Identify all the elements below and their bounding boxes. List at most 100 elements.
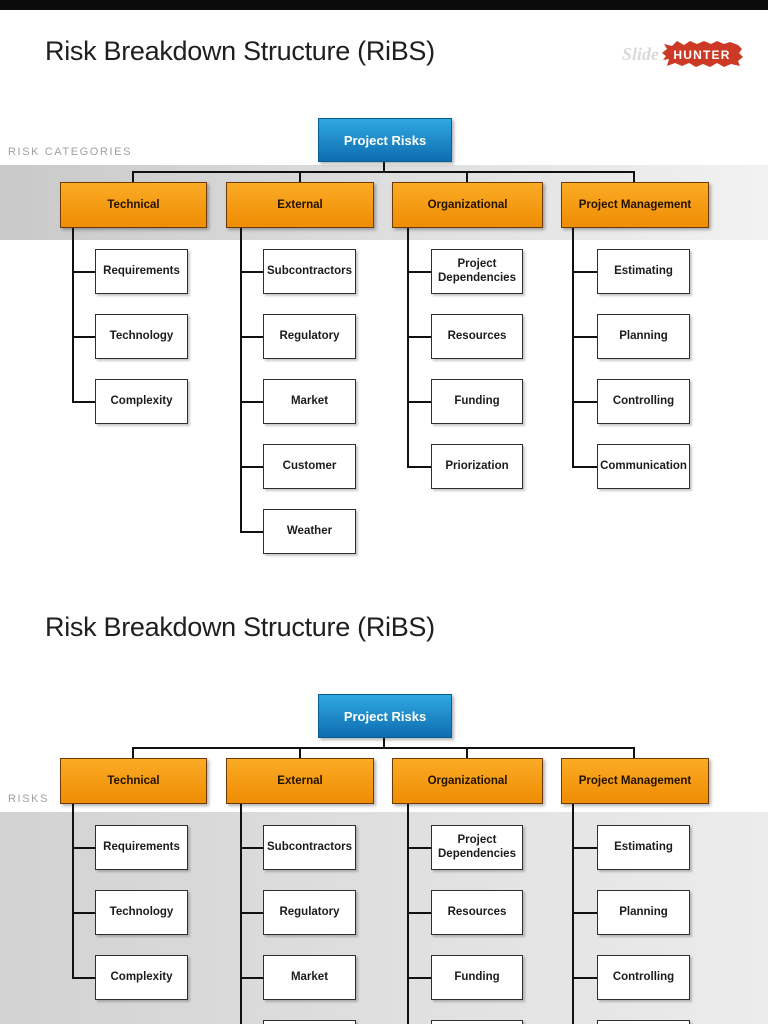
connector-line [72,804,74,979]
category-node: External [226,758,374,804]
connector-line [72,228,74,403]
leaf-node: Priorization [431,444,523,489]
leaf-node: Resources [431,314,523,359]
connector-line [407,228,409,468]
leaf-node: Customer [263,1020,356,1024]
leaf-node: Subcontractors [263,825,356,870]
slide-1: Risk Breakdown Structure (RiBS) Slide HU… [0,10,768,586]
category-node: Technical [60,758,207,804]
connector-line [240,847,263,849]
leaf-node: Funding [431,955,523,1000]
category-node: Project Management [561,758,709,804]
connector-line [572,977,597,979]
connector-line [407,336,431,338]
connector-line [299,747,301,758]
page-top-bar [0,0,768,10]
connector-line [466,747,468,758]
connector-line [407,912,431,914]
leaf-node: Controlling [597,955,690,1000]
connector-line [240,531,263,533]
leaf-node: Controlling [597,379,690,424]
leaf-node: Market [263,955,356,1000]
leaf-node: Subcontractors [263,249,356,294]
connector-line [72,912,95,914]
leaf-node: Requirements [95,825,188,870]
leaf-node: Planning [597,890,690,935]
connector-line [407,401,431,403]
connector-line [132,747,635,749]
leaf-node: Communication [597,1020,690,1024]
connector-line [240,401,263,403]
connector-line [407,847,431,849]
connector-line [633,171,635,182]
leaf-node: Complexity [95,379,188,424]
band-label: RISKS [8,793,50,805]
leaf-node: Requirements [95,249,188,294]
connector-line [407,271,431,273]
leaf-node: Funding [431,379,523,424]
connector-line [383,162,385,173]
leaf-node: Project Dependencies [431,825,523,870]
connector-line [132,171,134,182]
connector-line [240,271,263,273]
connector-line [72,401,95,403]
leaf-node: Technology [95,314,188,359]
leaf-node: Customer [263,444,356,489]
connector-line [240,336,263,338]
connector-line [572,336,597,338]
leaf-node: Regulatory [263,314,356,359]
leaf-node: Priorization [431,1020,523,1024]
connector-line [299,171,301,182]
connector-line [572,228,574,468]
leaf-node: Estimating [597,249,690,294]
hunter-badge-icon: HUNTER [662,41,743,67]
connector-line [572,271,597,273]
leaf-node: Planning [597,314,690,359]
category-node: Organizational [392,758,543,804]
band-label: RISK CATEGORIES [8,146,133,158]
connector-line [572,466,597,468]
connector-line [72,977,95,979]
connector-line [572,401,597,403]
connector-line [132,171,635,173]
leaf-node: Regulatory [263,890,356,935]
connector-line [407,804,409,1024]
category-node: Technical [60,182,207,228]
connector-line [240,977,263,979]
leaf-node: Technology [95,890,188,935]
leaf-node: Weather [263,509,356,554]
slidehunter-logo: Slide HUNTER [622,40,744,68]
connector-line [407,466,431,468]
connector-line [240,912,263,914]
connector-line [72,847,95,849]
category-node: Organizational [392,182,543,228]
leaf-node: Resources [431,890,523,935]
logo-slide-text: Slide [621,43,659,64]
connector-line [572,912,597,914]
slide-title: Risk Breakdown Structure (RiBS) [45,36,435,66]
leaf-node: Project Dependencies [431,249,523,294]
slide-2: Risk Breakdown Structure (RiBS) RISKS Pr… [0,586,768,1024]
category-node: External [226,182,374,228]
connector-line [72,336,95,338]
connector-line [132,747,134,758]
connector-line [572,804,574,1024]
root-node: Project Risks [318,118,452,162]
leaf-node: Estimating [597,825,690,870]
leaf-node: Communication [597,444,690,489]
connector-line [240,466,263,468]
category-node: Project Management [561,182,709,228]
slide-title: Risk Breakdown Structure (RiBS) [45,612,435,642]
svg-text:HUNTER: HUNTER [673,48,730,62]
connector-line [572,847,597,849]
connector-line [633,747,635,758]
connector-line [240,228,242,533]
connector-line [466,171,468,182]
root-node: Project Risks [318,694,452,738]
leaf-node: Complexity [95,955,188,1000]
connector-line [383,738,385,749]
leaf-node: Market [263,379,356,424]
